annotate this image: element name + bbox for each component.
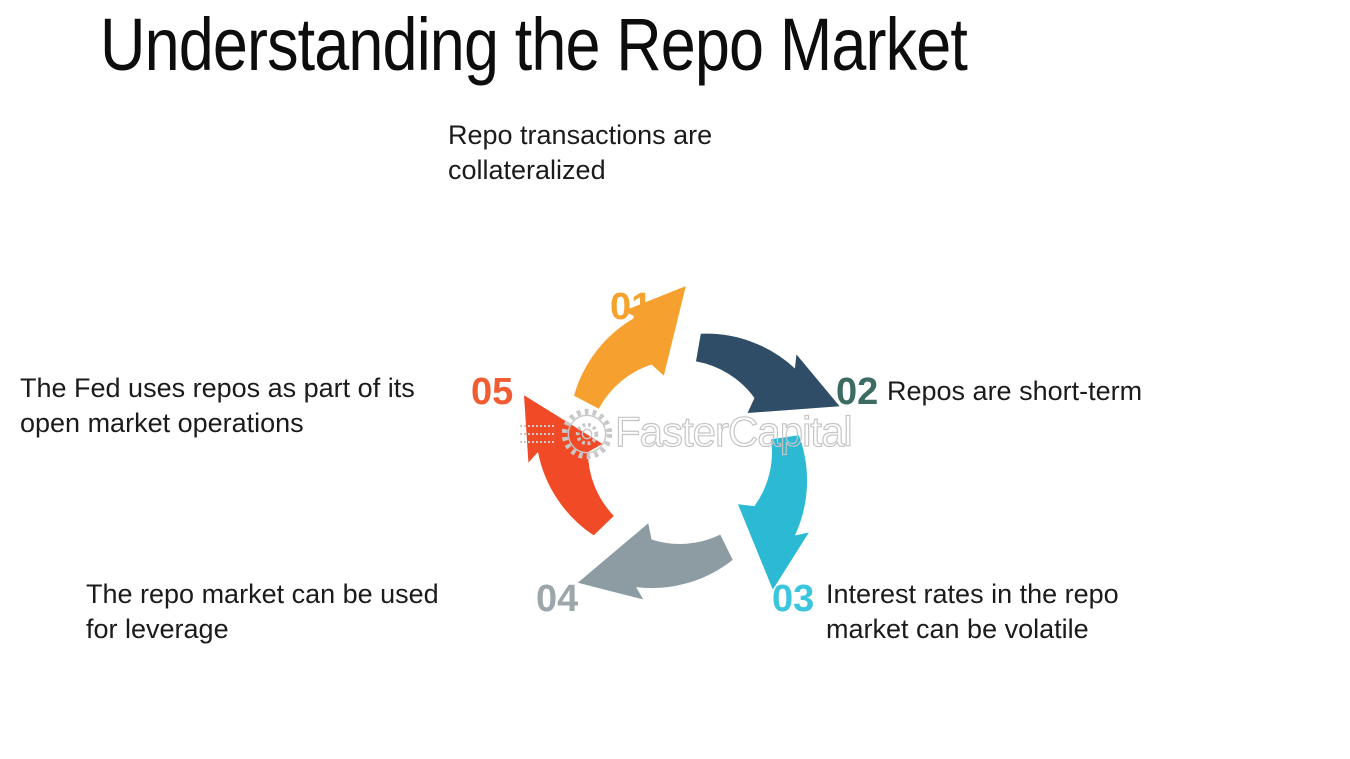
page-title: Understanding the Repo Market bbox=[100, 3, 968, 86]
step-number-5: 05 bbox=[471, 371, 514, 413]
step-label-5: The Fed uses repos as part of its open m… bbox=[20, 373, 415, 438]
watermark: FasterCapital bbox=[520, 406, 853, 462]
cycle-arrow-1 bbox=[574, 286, 686, 409]
watermark-gear-icon bbox=[561, 408, 613, 460]
step-label-1: Repo transactions are collateralized bbox=[448, 120, 713, 185]
watermark-brand: FasterCapital bbox=[614, 408, 853, 455]
step-label-3: Interest rates in the repo market can be… bbox=[826, 579, 1119, 644]
step-number-2: 02 bbox=[836, 371, 879, 413]
step-label-2: Repos are short-term bbox=[887, 376, 1143, 406]
step-number-3: 03 bbox=[772, 578, 815, 620]
step-label-4: The repo market can be used for leverage bbox=[86, 579, 439, 644]
watermark-speed-lines-icon bbox=[520, 419, 556, 449]
step-number-4: 04 bbox=[536, 578, 579, 620]
